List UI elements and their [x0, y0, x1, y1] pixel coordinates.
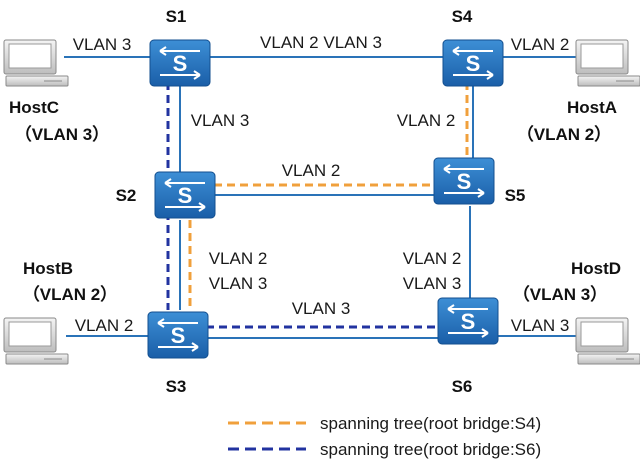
label-s4-hostA: VLAN 2 — [511, 35, 570, 54]
hostB-name: HostB — [23, 259, 73, 278]
switch-s5-icon[interactable]: S — [433, 157, 495, 205]
switch-s5-letter: S — [457, 169, 472, 194]
physical-links — [64, 56, 580, 339]
switch-s2-letter: S — [178, 183, 193, 208]
switch-s6-name: S6 — [452, 377, 473, 396]
switch-s4-letter: S — [466, 51, 481, 76]
spanning-tree-s6 — [166, 82, 440, 329]
hostD-icon[interactable] — [575, 317, 640, 365]
switch-s5-name: S5 — [505, 186, 526, 205]
hostA-vlan: （VLAN 2） — [517, 124, 611, 144]
label-s5-s6-a: VLAN 2 — [403, 249, 462, 268]
label-s3-s6: VLAN 3 — [292, 299, 351, 318]
switch-s6-letter: S — [461, 309, 476, 334]
switch-s3-icon[interactable]: S — [147, 311, 209, 359]
switch-s2-icon[interactable]: S — [154, 171, 216, 219]
label-s1-s2: VLAN 3 — [191, 111, 250, 130]
switch-s1-name: S1 — [166, 7, 187, 26]
switch-s1-letter: S — [173, 51, 188, 76]
hostC-icon[interactable] — [3, 39, 69, 87]
hostD-vlan: （VLAN 3） — [513, 284, 607, 304]
label-s5-s6-b: VLAN 3 — [403, 274, 462, 293]
hostC-name: HostC — [9, 98, 59, 117]
label-s4-s5: VLAN 2 — [397, 111, 456, 130]
label-s2-s5: VLAN 2 — [282, 161, 341, 180]
label-s2-s3-b: VLAN 3 — [209, 274, 268, 293]
switch-s6-icon[interactable]: S — [437, 297, 499, 345]
label-s2-s3-a: VLAN 2 — [209, 249, 268, 268]
switch-s4-name: S4 — [452, 7, 473, 26]
legend: spanning tree(root bridge:S4) spanning t… — [228, 414, 541, 459]
switch-s3-letter: S — [171, 323, 186, 348]
label-hostC-s1: VLAN 3 — [73, 35, 132, 54]
switch-s1-icon[interactable]: S — [149, 39, 211, 87]
label-s6-hostD: VLAN 3 — [511, 316, 570, 335]
switch-s2-name: S2 — [116, 186, 137, 205]
switch-s4-icon[interactable]: S — [442, 39, 504, 87]
switch-s3-name: S3 — [166, 377, 187, 396]
label-s1-s4: VLAN 2 VLAN 3 — [260, 33, 382, 52]
hostD-name: HostD — [571, 259, 621, 278]
hostC-vlan: （VLAN 3） — [15, 124, 109, 144]
legend-blue-label: spanning tree(root bridge:S6) — [320, 440, 541, 459]
legend-orange-label: spanning tree(root bridge:S4) — [320, 414, 541, 433]
hostA-name: HostA — [567, 98, 617, 117]
hostB-vlan: （VLAN 2） — [23, 284, 117, 304]
spanning-tree-s4 — [188, 82, 469, 310]
label-hostB-s3: VLAN 2 — [75, 316, 134, 335]
hostB-icon[interactable] — [3, 317, 69, 365]
hostA-icon[interactable] — [575, 39, 640, 87]
